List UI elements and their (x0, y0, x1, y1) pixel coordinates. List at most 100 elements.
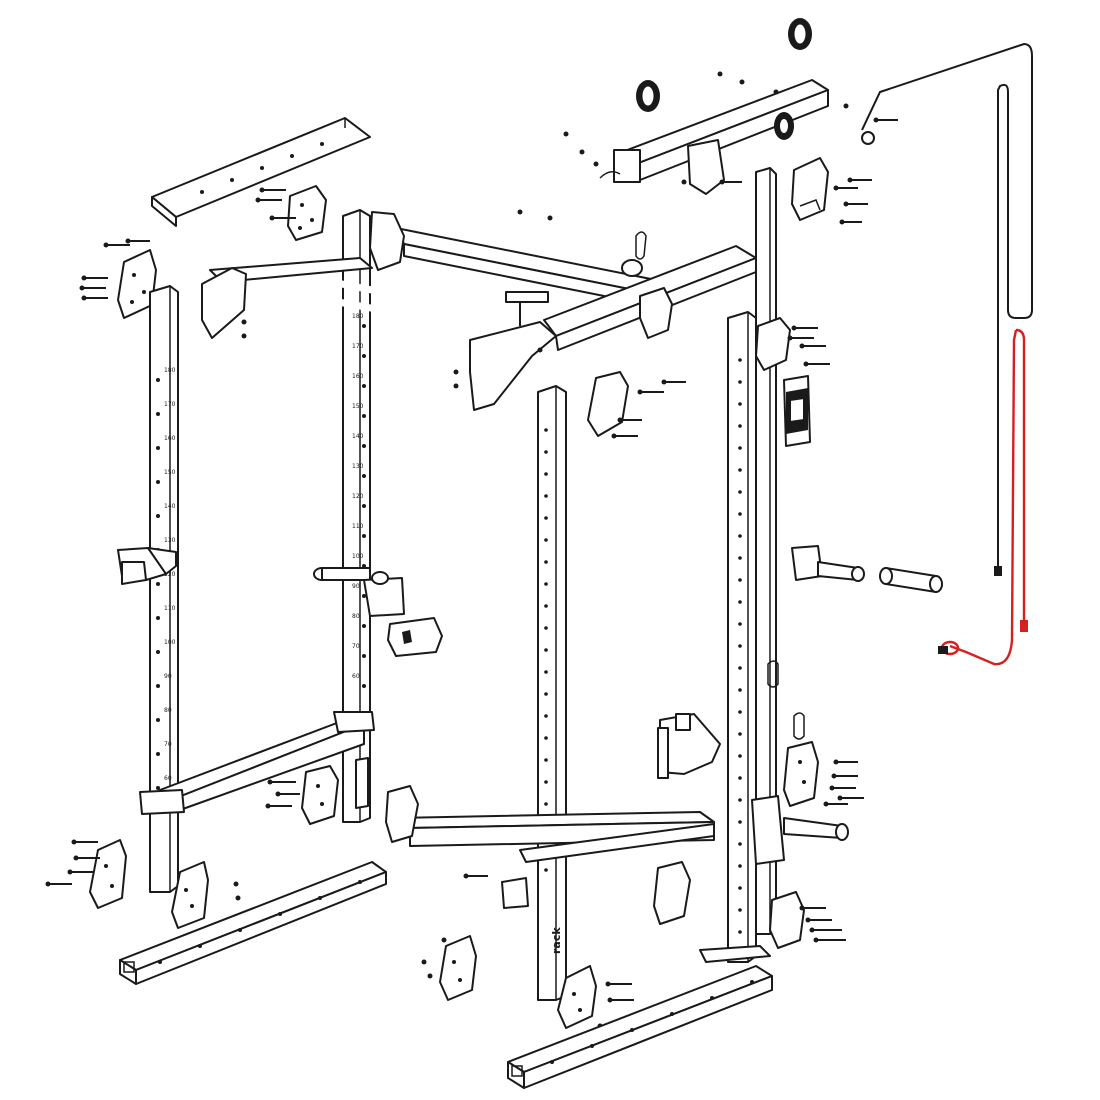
upright-hole (362, 504, 366, 508)
upright-hole (738, 644, 742, 648)
hole-number-label: 130 (164, 537, 176, 544)
top-crossbar-left (151, 117, 371, 227)
bolt-set-bottom-left-a (45, 839, 100, 887)
upright-hole (544, 582, 548, 586)
bolt-set-top-right (833, 177, 872, 225)
hole-number-label: 110 (352, 523, 364, 530)
upright-hole (362, 534, 366, 538)
upright-hole (362, 384, 366, 388)
cable-guide-bracket (783, 375, 811, 447)
upright-hole (738, 886, 742, 890)
upright-hole (738, 534, 742, 538)
upright-hole (738, 754, 742, 758)
cable-black (861, 42, 1033, 576)
pulley-wheel-mounted (774, 112, 794, 140)
j-hook-lower-center (501, 877, 529, 909)
hole-number-label: 120 (352, 493, 364, 500)
bolt-set-right-base (799, 905, 846, 943)
upright-hole (738, 512, 742, 516)
hole-number-label: 170 (164, 401, 176, 408)
top-frame-left-beam (201, 257, 373, 339)
gusset-plate-right-base (653, 861, 691, 925)
gusset-plate-right-base-b (769, 891, 805, 949)
upright-center-front: rack (537, 385, 567, 1001)
upright-hole (544, 780, 548, 784)
upright-hole (738, 776, 742, 780)
upright-hole (738, 864, 742, 868)
upright-hole (738, 732, 742, 736)
upright-hole (156, 412, 160, 416)
hole-number-label: 90 (352, 583, 360, 590)
gusset-plate-center-upper (587, 371, 629, 437)
upright-hole (738, 358, 742, 362)
upright-hole (156, 480, 160, 484)
upright-right-front (727, 311, 757, 963)
upright-hole (544, 758, 548, 762)
hole-number-label: 60 (164, 775, 172, 782)
gusset-plate-bottom-center-a (421, 935, 477, 1001)
hole-number-label: 160 (352, 373, 364, 380)
hardware-top-center (241, 209, 553, 389)
pin-insert (505, 291, 549, 326)
pulley-beam (599, 79, 829, 183)
upright-hole (544, 648, 548, 652)
sleeve-right (879, 567, 943, 593)
upright-hole (362, 624, 366, 628)
upright-hole (156, 446, 160, 450)
upright-hole (156, 752, 160, 756)
upright-hole (544, 626, 548, 630)
upright-hole (738, 424, 742, 428)
bolt-set-right-front-top (787, 325, 830, 367)
upright-hole (738, 842, 742, 846)
hole-number-label: 60 (352, 673, 360, 680)
pull-up-bar (261, 236, 641, 349)
gusset-plate-bottom-left-a (89, 839, 127, 909)
top-gusset-rear-left (369, 211, 405, 271)
bracket-left-rear (387, 617, 443, 657)
carabiner-small-a (767, 660, 779, 688)
upright-hole (544, 450, 548, 454)
pulley-bracket (687, 139, 725, 195)
upright-hole (362, 354, 366, 358)
hole-number-label: 140 (352, 433, 364, 440)
landmine-bracket (657, 713, 721, 779)
upright-hole (362, 324, 366, 328)
sleeve-left-rear (355, 757, 369, 809)
gusset-plate-mid-left (301, 765, 339, 825)
spotter-arm-left (139, 711, 375, 815)
cable-assembly (938, 328, 1028, 666)
hole-number-label: 140 (164, 503, 176, 510)
base-connector-right (699, 945, 771, 963)
upright-hole (738, 930, 742, 934)
upright-hole (156, 616, 160, 620)
upright-hole (544, 560, 548, 564)
upright-hole (738, 622, 742, 626)
weight-horn-left (313, 567, 405, 617)
hole-number-label: 180 (164, 367, 176, 374)
hole-number-label: 80 (352, 613, 360, 620)
upright-hole (156, 514, 160, 518)
upright-hole (156, 378, 160, 382)
upright-hole (362, 474, 366, 478)
base-rail-right (507, 965, 773, 1089)
hardware-pulley (563, 71, 849, 185)
hole-number-label: 150 (352, 403, 364, 410)
weight-horn-right (791, 545, 865, 582)
upright-hole (544, 516, 548, 520)
gusset-plate-right-front-top (755, 317, 791, 371)
hole-number-label: 70 (164, 741, 172, 748)
gusset-plate-bottom-center-b (557, 965, 597, 1029)
base-rail-left (119, 861, 387, 985)
upright-hole (738, 402, 742, 406)
upright-hole (738, 556, 742, 560)
upright-hole (738, 688, 742, 692)
hole-number-label: 100 (352, 553, 364, 560)
upright-hole (362, 684, 366, 688)
upright-hole (362, 594, 366, 598)
lower-crossbar-rear (385, 785, 715, 863)
upright-hole (544, 714, 548, 718)
upright-hole (738, 908, 742, 912)
